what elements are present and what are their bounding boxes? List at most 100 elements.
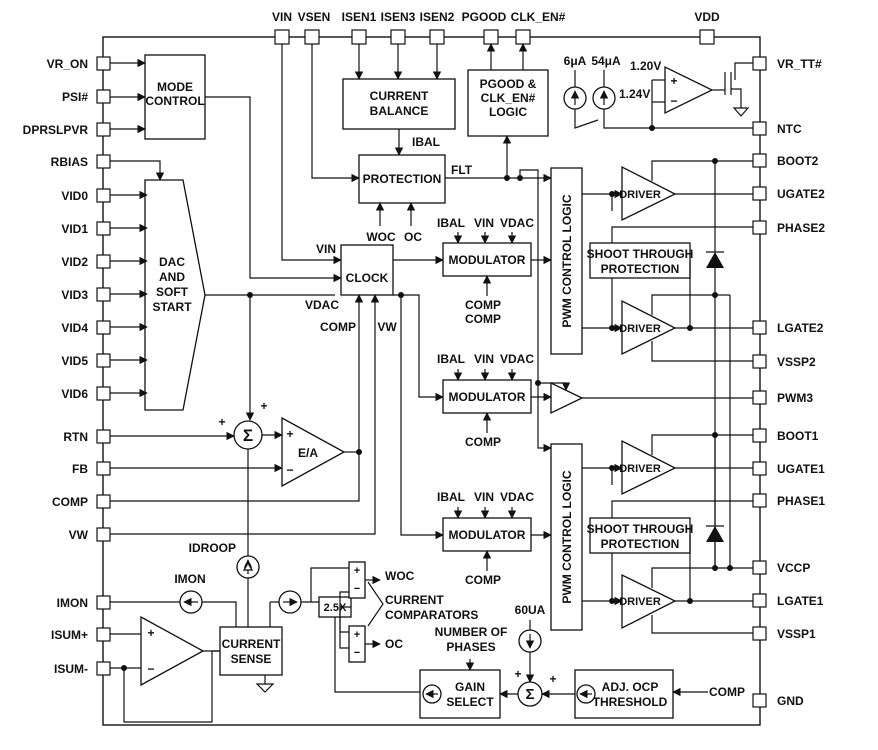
wires: + −: [110, 43, 753, 634]
label-vdac-clock: VDAC: [305, 298, 339, 312]
pwm-control-logic-1-label: PWM CONTROL LOGIC: [560, 470, 574, 603]
pin-label-boot2: BOOT2: [777, 154, 819, 168]
pin-comp: [96, 494, 111, 509]
isum-amplifier: [140, 615, 205, 687]
pin-vid2: [96, 254, 111, 269]
driver-lgate1-label: DRIVER: [619, 596, 661, 608]
pin-label-vssp2: VSSP2: [777, 355, 816, 369]
label-1-24v: 1.24V: [619, 87, 650, 101]
pin-ugate2: [752, 186, 767, 201]
adj-ocp-label-1: ADJ. OCP: [602, 680, 659, 694]
pin-isum-plus: [96, 627, 111, 642]
pin-vccp: [752, 560, 767, 575]
woc-comp-plus: +: [354, 565, 360, 577]
pwm-control-logic-1-block: [550, 443, 583, 631]
label-1-20v: 1.20V: [630, 59, 661, 73]
label-current-comparators-2: COMPARATORS: [385, 608, 478, 622]
pin-label-vid6: VID6: [61, 387, 88, 401]
shoot-through-2-block: [589, 242, 691, 279]
isum-plus-sign: +: [147, 626, 154, 640]
pin-label-vin: VIN: [272, 10, 292, 24]
pin-vdd: [699, 29, 715, 45]
pin-label-pgood: PGOOD: [462, 10, 507, 24]
dac-soft-start-block: [144, 179, 206, 411]
mode-control-label-2: CONTROL: [145, 94, 204, 108]
dac-label-1: DAC: [159, 255, 185, 269]
mode-control-block: [144, 54, 206, 140]
pin-vin: [274, 29, 290, 45]
mod3-vdac: VDAC: [500, 490, 534, 504]
pin-rbias: [96, 154, 111, 169]
right-pins: VR_TT# NTC BOOT2 UGATE2 PHASE2 LGATE2 VS…: [752, 56, 825, 708]
sum-plus-left: +: [218, 415, 225, 429]
pin-label-vid1: VID1: [61, 222, 88, 236]
pin-label-vr-tt: VR_TT#: [777, 57, 822, 71]
pin-isum-minus: [96, 661, 111, 676]
pin-label-psi: PSI#: [62, 90, 88, 104]
label-vw-clock: VW: [377, 320, 397, 334]
gain-select-label-2: SELECT: [446, 695, 494, 709]
gain-select-label-1: GAIN: [455, 680, 485, 694]
pin-label-fb: FB: [72, 462, 88, 476]
modulator-1-label: MODULATOR: [449, 253, 526, 267]
pin-label-isum-minus: ISUM-: [54, 662, 88, 676]
mod3-comp: COMP: [465, 573, 501, 587]
pin-label-vssp1: VSSP1: [777, 627, 816, 641]
mod2-vdac: VDAC: [500, 352, 534, 366]
dac-label-2: AND: [159, 270, 185, 284]
labels: IBAL FLT WOC OC VIN VDAC COMP VW IBAL VI…: [174, 54, 745, 699]
vrtt-plus: +: [670, 74, 677, 88]
pin-label-vdd: VDD: [694, 10, 720, 24]
label-number-of-phases-1: NUMBER OF: [435, 625, 508, 639]
pin-isen3: [390, 29, 406, 45]
sigma-dac: Σ: [243, 426, 253, 445]
pin-label-comp: COMP: [52, 495, 88, 509]
pin-label-phase2: PHASE2: [777, 221, 825, 235]
mod3-ibal: IBAL: [437, 490, 465, 504]
pin-label-imon: IMON: [57, 596, 88, 610]
current-sense-label-2: SENSE: [231, 652, 272, 666]
pwm-control-logic-2-label: PWM CONTROL LOGIC: [560, 194, 574, 327]
label-6ua: 6μA: [564, 54, 587, 68]
ea-label: E/A: [298, 446, 318, 460]
label-oc: OC: [385, 637, 403, 651]
modulator-2-label: MODULATOR: [449, 390, 526, 404]
woc-comp-minus: −: [354, 583, 360, 595]
pin-label-rtn: RTN: [63, 430, 88, 444]
clock-label: CLOCK: [346, 271, 389, 285]
pin-phase1: [752, 493, 767, 508]
pin-label-vid2: VID2: [61, 255, 88, 269]
sum-plus-top: +: [260, 399, 267, 413]
oc-comp-minus: −: [354, 647, 360, 659]
pin-label-ntc: NTC: [777, 122, 802, 136]
sigma-ocp: Σ: [525, 686, 534, 703]
adj-ocp-label-2: THRESHOLD: [593, 695, 668, 709]
oc-comp-plus: +: [354, 629, 360, 641]
current-balance-block: [342, 78, 456, 130]
pin-label-rbias: RBIAS: [51, 155, 88, 169]
pwm-control-logic-2-block: [550, 167, 583, 355]
label-comp-clock: COMP: [320, 320, 356, 334]
pin-label-dprslpvr: DPRSLPVR: [23, 123, 89, 137]
vrtt-minus: −: [670, 94, 677, 108]
pin-vid4: [96, 320, 111, 335]
pin-label-phase1: PHASE1: [777, 494, 825, 508]
pin-psi: [96, 89, 111, 104]
mod1-vdac: VDAC: [500, 216, 534, 230]
pin-label-isen1: ISEN1: [342, 10, 377, 24]
pin-label-vr-on: VR_ON: [47, 57, 88, 71]
pin-label-vid0: VID0: [61, 189, 88, 203]
pin-vid6: [96, 386, 111, 401]
pgood-logic-label-1: PGOOD &: [480, 77, 537, 91]
mode-control-label-1: MODE: [157, 80, 193, 94]
pin-label-pwm3: PWM3: [777, 391, 813, 405]
pin-vid5: [96, 353, 111, 368]
label-ibal: IBAL: [412, 135, 440, 149]
pin-vsen: [304, 29, 320, 45]
label-idroop: IDROOP: [189, 541, 236, 555]
pin-label-lgate1: LGATE1: [777, 594, 824, 608]
pin-dprslpvr: [96, 122, 111, 137]
pin-vid0: [96, 188, 111, 203]
dac-label-3: SOFT: [156, 285, 189, 299]
